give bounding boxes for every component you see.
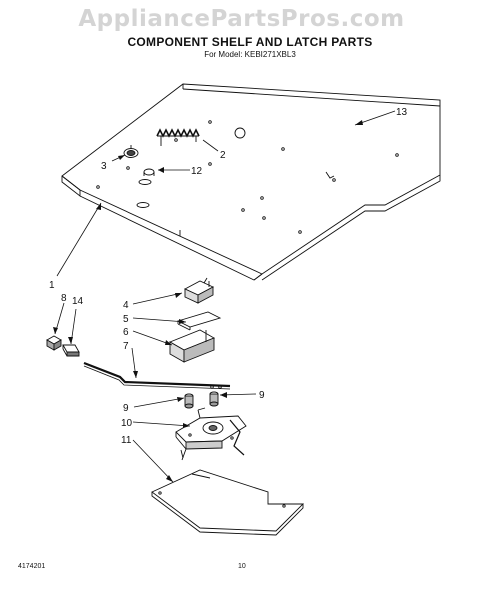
spacer-right-part — [209, 391, 219, 407]
callout-10: 10 — [121, 418, 133, 429]
callout-6: 6 — [123, 327, 129, 338]
callout-1: 1 — [49, 280, 55, 291]
callout-2: 2 — [220, 150, 226, 161]
callout-12: 12 — [191, 166, 203, 177]
block-part — [46, 335, 62, 351]
terminal-block-part — [156, 128, 200, 146]
callout-5: 5 — [123, 314, 129, 325]
leader-arrows — [53, 120, 363, 482]
callout-labels: 13 2 3 12 1 8 14 4 5 6 7 9 9 10 11 — [49, 107, 408, 446]
page-title: COMPONENT SHELF AND LATCH PARTS — [127, 35, 373, 49]
clip-part — [62, 344, 80, 357]
callout-7: 7 — [123, 341, 129, 352]
mounting-plate-part — [151, 469, 305, 536]
cover-part — [168, 329, 216, 363]
callout-9-left: 9 — [123, 403, 129, 414]
callout-8: 8 — [61, 293, 67, 304]
callout-13: 13 — [396, 107, 408, 118]
callout-3: 3 — [101, 161, 107, 172]
document-number: 4174201 — [18, 563, 46, 570]
model-subtitle: For Model: KEBI271XBL3 — [204, 50, 296, 59]
latch-rod-part — [83, 361, 231, 390]
latch-assembly-part — [175, 407, 247, 461]
watermark: AppliancePartsPros.com — [78, 6, 405, 32]
callout-14: 14 — [72, 296, 84, 307]
callout-11: 11 — [121, 435, 132, 446]
spacer-left-part — [184, 393, 194, 409]
switch-part — [183, 277, 215, 304]
page-number: 10 — [238, 563, 246, 570]
component-shelf — [61, 83, 441, 281]
callout-4: 4 — [123, 300, 129, 311]
callout-9-right: 9 — [259, 390, 265, 401]
grommet-part — [123, 145, 139, 158]
plug-part — [143, 168, 155, 176]
bracket-part — [176, 311, 222, 331]
